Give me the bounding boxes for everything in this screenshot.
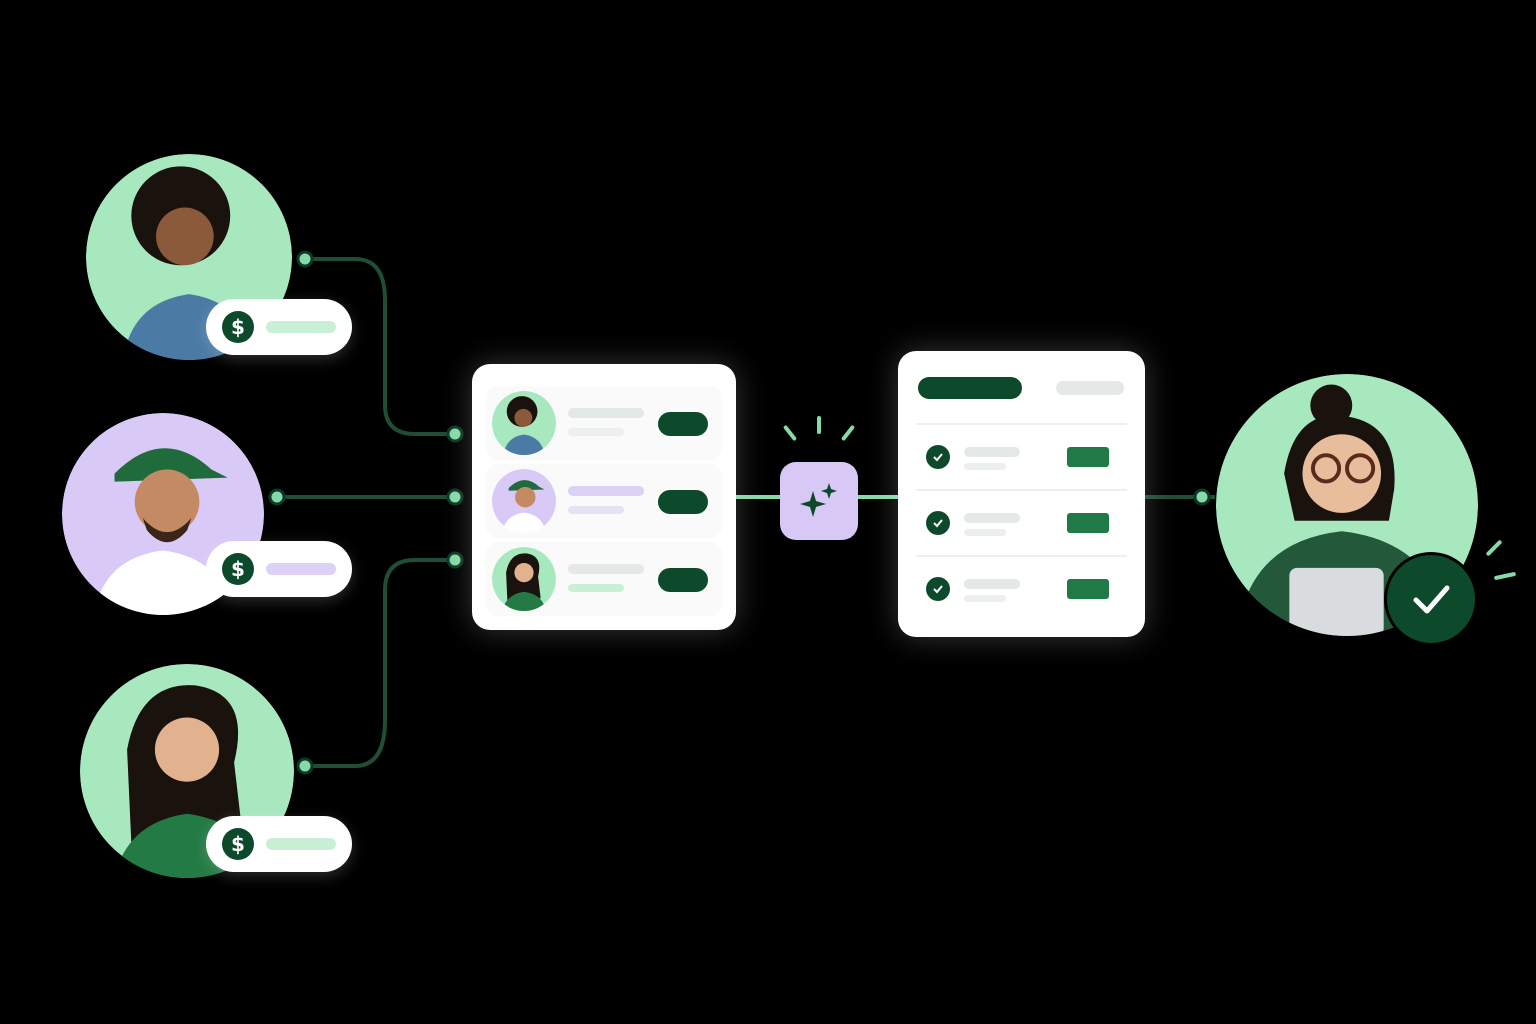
avatar [492, 547, 556, 611]
node-dot [268, 488, 286, 506]
person-icon [492, 469, 556, 533]
ai-processing-badge [780, 462, 858, 540]
queue-row[interactable] [486, 542, 722, 616]
payment-pill-1: $ [206, 299, 352, 355]
check-icon [926, 511, 950, 535]
node-dot [296, 757, 314, 775]
text-placeholder [568, 584, 624, 592]
avatar [492, 391, 556, 455]
text-placeholder [568, 564, 644, 574]
amount-placeholder [266, 563, 336, 575]
glow-ray [817, 416, 821, 434]
text-placeholder [964, 447, 1020, 457]
node-dot [446, 551, 464, 569]
text-placeholder [964, 579, 1020, 589]
tab-active[interactable] [918, 377, 1022, 399]
node-dot [446, 425, 464, 443]
wire-sender-1 [305, 257, 455, 436]
tab-inactive[interactable] [1056, 381, 1124, 395]
wire-sender-3 [305, 558, 455, 768]
text-placeholder [568, 486, 644, 496]
payment-pill-3: $ [206, 816, 352, 872]
action-button[interactable] [658, 412, 708, 436]
sparkle-icon [800, 483, 837, 517]
text-placeholder [964, 529, 1006, 536]
person-icon [492, 391, 556, 455]
check-icon [926, 445, 950, 469]
action-button[interactable] [658, 490, 708, 514]
queue-row[interactable] [486, 386, 722, 460]
text-placeholder [568, 408, 644, 418]
avatar [492, 469, 556, 533]
result-row [916, 423, 1127, 491]
check-icon [926, 577, 950, 601]
text-placeholder [568, 428, 624, 436]
result-row [916, 555, 1127, 623]
amount-placeholder [266, 321, 336, 333]
success-check-badge [1384, 552, 1478, 646]
status-badge [1067, 579, 1109, 599]
dollar-icon: $ [222, 828, 254, 860]
text-placeholder [964, 595, 1006, 602]
person-icon [492, 547, 556, 611]
results-card [898, 351, 1145, 637]
status-badge [1067, 513, 1109, 533]
node-dot [1193, 488, 1211, 506]
dollar-icon: $ [222, 553, 254, 585]
result-row [916, 489, 1127, 557]
status-badge [1067, 447, 1109, 467]
text-placeholder [568, 506, 624, 514]
node-dot [446, 488, 464, 506]
check-icon [1413, 585, 1450, 614]
text-placeholder [964, 513, 1020, 523]
text-placeholder [964, 463, 1006, 470]
payment-pill-2: $ [206, 541, 352, 597]
node-dot [296, 250, 314, 268]
amount-placeholder [266, 838, 336, 850]
queue-row[interactable] [486, 464, 722, 538]
action-button[interactable] [658, 568, 708, 592]
payment-queue-card [472, 364, 736, 630]
dollar-icon: $ [222, 311, 254, 343]
